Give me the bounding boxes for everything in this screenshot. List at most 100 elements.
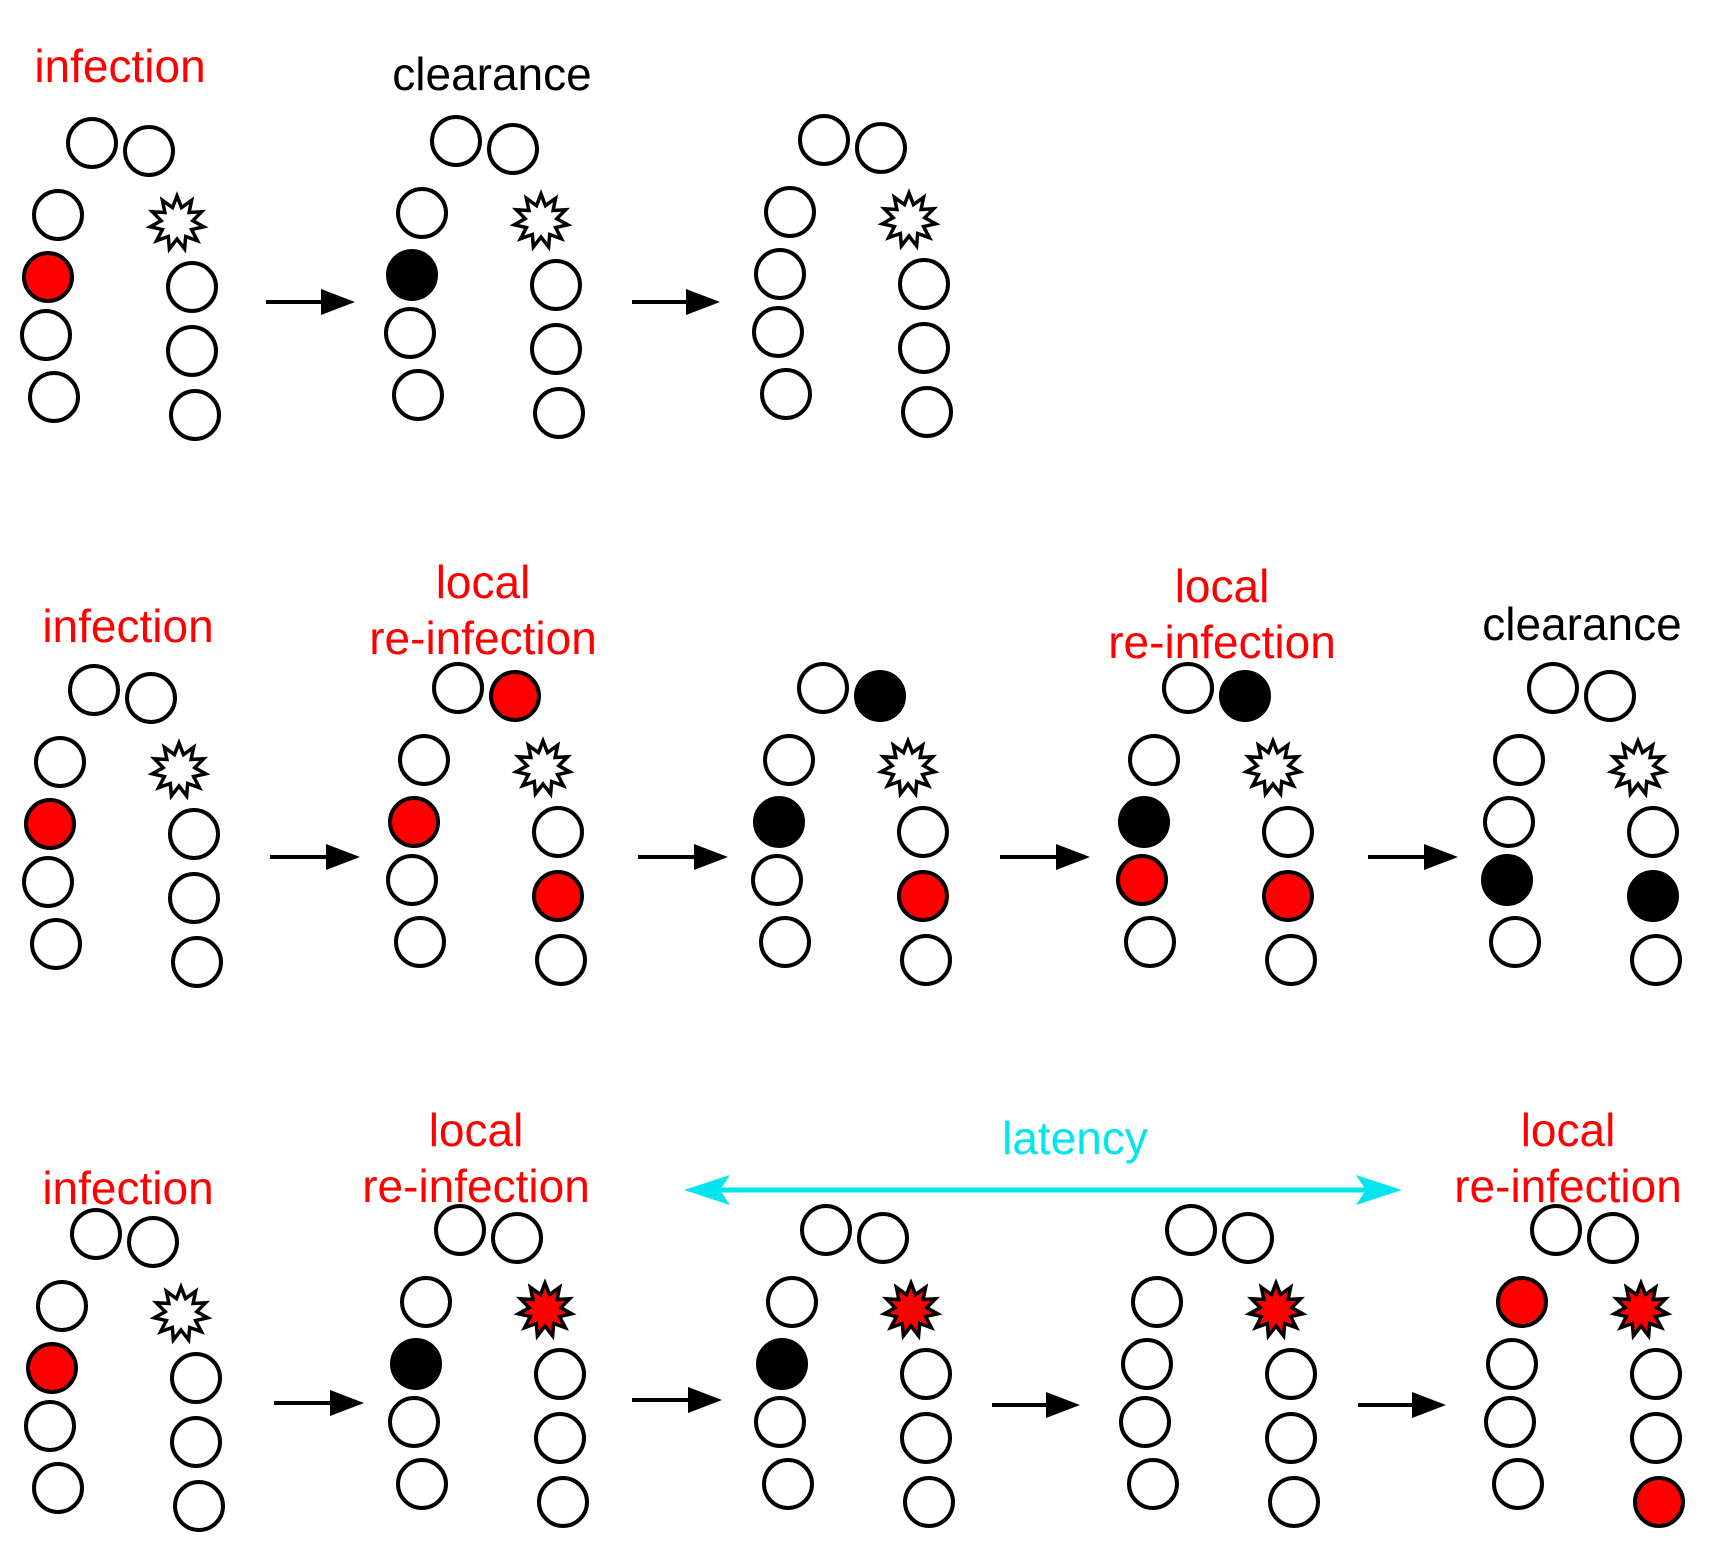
cell-healthy — [898, 258, 950, 310]
cell-cleared — [854, 670, 906, 722]
cell-healthy — [66, 117, 118, 169]
cell-healthy — [166, 261, 218, 313]
cell-healthy — [168, 872, 220, 924]
cell-healthy — [169, 389, 221, 441]
crypt-panel — [1484, 1204, 1685, 1528]
stem-cell-star-healthy — [509, 189, 573, 252]
cell-infected — [489, 670, 541, 722]
label-infection: infection — [34, 40, 206, 92]
cell-healthy — [24, 1400, 76, 1452]
cell-healthy — [170, 1416, 222, 1468]
cell-healthy — [903, 1476, 955, 1528]
cell-healthy — [32, 1462, 84, 1514]
cell-healthy — [125, 672, 177, 724]
cell-healthy — [1131, 1276, 1183, 1328]
cell-healthy — [34, 736, 86, 788]
cell-healthy — [388, 1396, 440, 1448]
crypt-panel — [384, 115, 585, 439]
crypt-panel — [1116, 662, 1317, 986]
cell-healthy — [123, 125, 175, 177]
cell-healthy — [798, 114, 850, 166]
cell-healthy — [1119, 1396, 1171, 1448]
cell-cleared — [756, 1338, 808, 1390]
crypt-panel — [1481, 662, 1682, 986]
cell-healthy — [1486, 1338, 1538, 1390]
cell-healthy — [1265, 1348, 1317, 1400]
cell-healthy — [530, 259, 582, 311]
label-clearance: clearance — [1482, 598, 1682, 650]
cell-healthy — [173, 1480, 225, 1532]
cell-infected — [1116, 854, 1168, 906]
cell-healthy — [897, 806, 949, 858]
stem-cell-star-infected — [1609, 1278, 1673, 1341]
cell-healthy — [386, 854, 438, 906]
cell-healthy — [857, 1212, 909, 1264]
cell-healthy — [127, 1216, 179, 1268]
stem-cell-star-healthy — [1241, 736, 1305, 799]
crypt-panel — [24, 1208, 225, 1532]
cell-cleared — [753, 796, 805, 848]
cell-cleared — [1481, 854, 1533, 906]
arrowhead — [694, 844, 728, 870]
cell-healthy — [1587, 1212, 1639, 1264]
stem-cell-star-healthy — [149, 1282, 213, 1345]
cell-healthy — [68, 664, 120, 716]
cell-healthy — [398, 734, 450, 786]
cell-healthy — [760, 368, 812, 420]
cell-infected — [532, 870, 584, 922]
arrowhead — [1046, 1392, 1080, 1418]
stem-cell-star-healthy — [876, 736, 940, 799]
cell-healthy — [900, 1348, 952, 1400]
cell-healthy — [855, 122, 907, 174]
cell-healthy — [491, 1212, 543, 1264]
arrowhead — [1424, 844, 1458, 870]
cell-healthy — [70, 1208, 122, 1260]
cell-healthy — [900, 1412, 952, 1464]
crypt-panel — [386, 662, 587, 986]
cell-healthy — [32, 189, 84, 241]
cell-healthy — [1630, 934, 1682, 986]
cell-healthy — [1265, 934, 1317, 986]
cell-healthy — [170, 1352, 222, 1404]
cell-healthy — [432, 662, 484, 714]
cell-healthy — [1162, 662, 1214, 714]
stem-cell-star-infected — [1244, 1278, 1308, 1341]
cell-cleared — [390, 1338, 442, 1390]
cell-infected — [1262, 870, 1314, 922]
cell-healthy — [530, 323, 582, 375]
cell-infected — [26, 1342, 78, 1394]
cell-healthy — [1584, 670, 1636, 722]
cell-infected — [1496, 1276, 1548, 1328]
cell-healthy — [1483, 796, 1535, 848]
label-infection: infection — [42, 1162, 214, 1214]
cell-healthy — [396, 1458, 448, 1510]
arrowhead — [686, 289, 720, 315]
cell-healthy — [1492, 1458, 1544, 1510]
crypt-panel — [20, 117, 221, 441]
stem-cell-star-healthy — [1606, 736, 1670, 799]
label-infection: infection — [42, 600, 214, 652]
arrowhead — [688, 1387, 722, 1413]
cell-healthy — [400, 1276, 452, 1328]
cell-cleared — [1627, 870, 1679, 922]
cell-healthy — [764, 186, 816, 238]
cell-healthy — [762, 1458, 814, 1510]
cell-healthy — [1484, 1396, 1536, 1448]
cell-healthy — [1222, 1212, 1274, 1264]
cell-healthy — [751, 854, 803, 906]
cell-healthy — [434, 1204, 486, 1256]
stem-cell-star-infected — [879, 1278, 943, 1341]
cell-infected — [897, 870, 949, 922]
cell-cleared — [1219, 670, 1271, 722]
cell-infected — [22, 251, 74, 303]
label-latency: latency — [1002, 1112, 1148, 1164]
stem-cell-star-infected — [513, 1278, 577, 1341]
cell-healthy — [797, 662, 849, 714]
cell-healthy — [1493, 734, 1545, 786]
cell-cleared — [1118, 796, 1170, 848]
cell-healthy — [1128, 734, 1180, 786]
crypt-panel — [752, 114, 953, 438]
latency-double-arrow — [684, 1175, 1402, 1205]
